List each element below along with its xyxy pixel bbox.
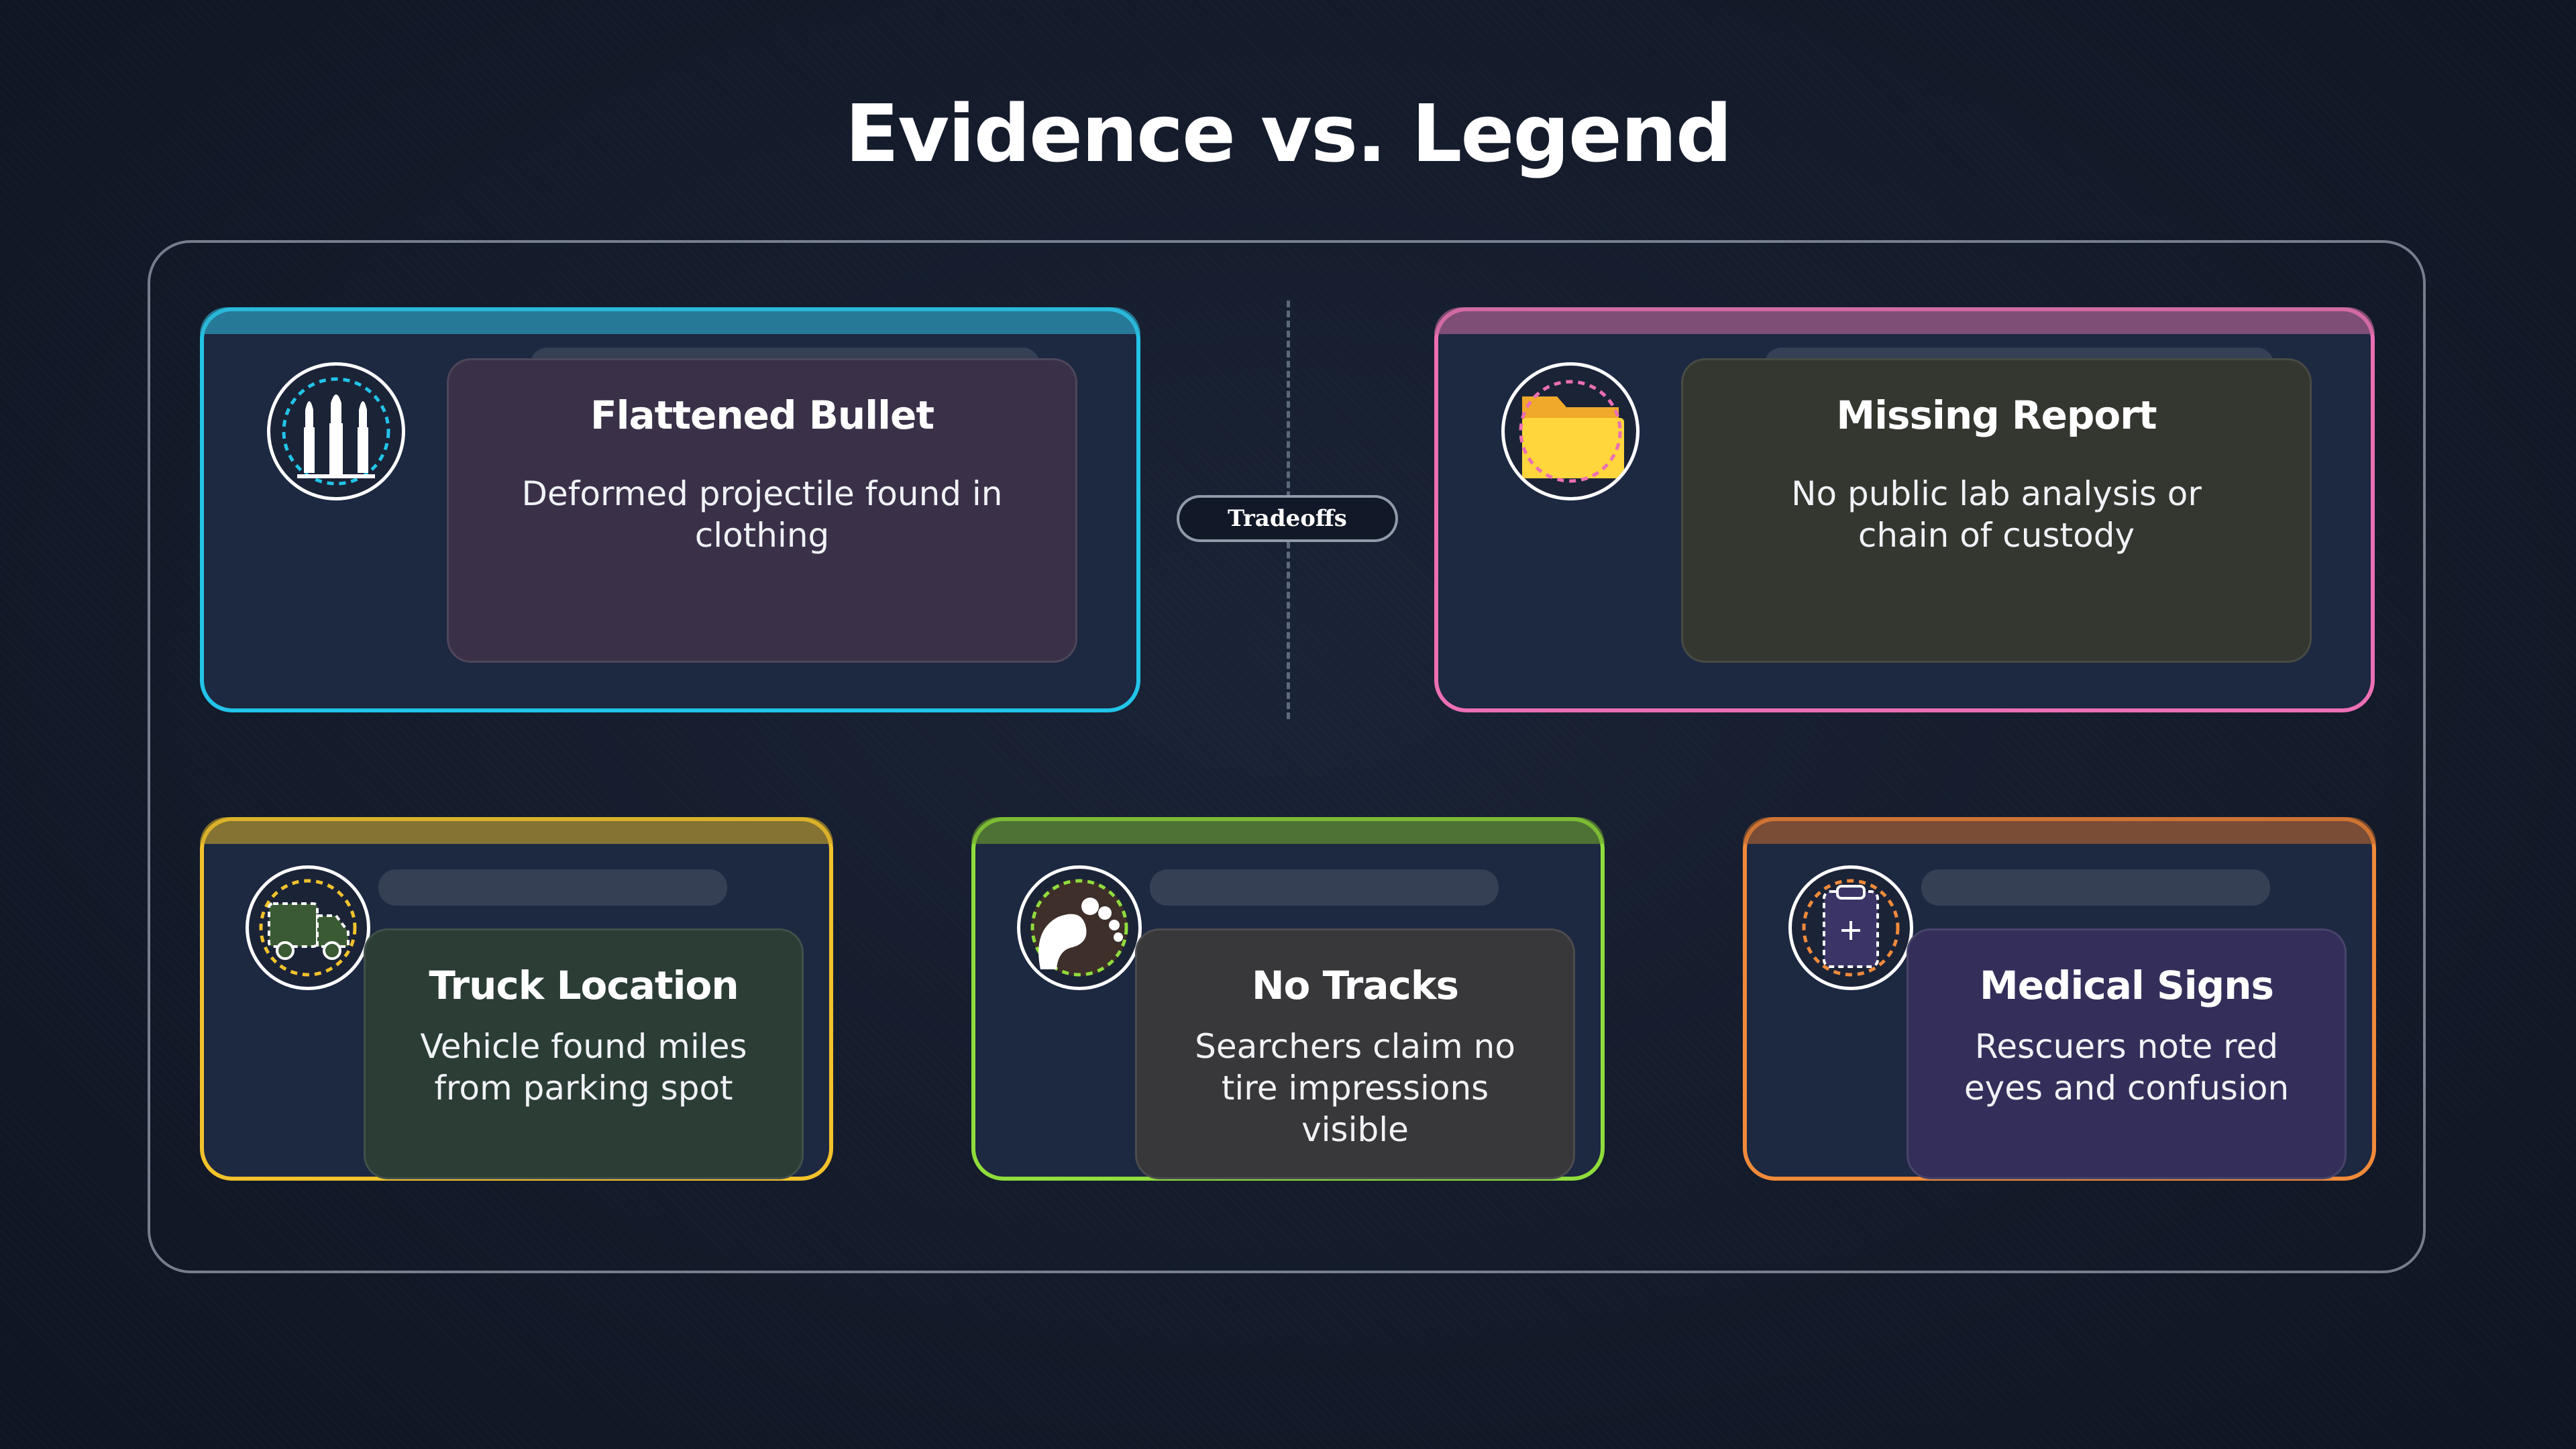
card-accent-band: [1743, 817, 2376, 844]
card-panel: Missing Report No public lab analysis or…: [1681, 358, 2312, 663]
ghost-bar: [378, 869, 727, 906]
card-panel: Flattened Bullet Deformed projectile fou…: [447, 358, 1077, 663]
card-description: Deformed projectile found in clothing: [521, 474, 1003, 555]
card-accent-band: [971, 817, 1605, 844]
card-panel: Truck Location Vehicle found miles from …: [364, 928, 804, 1179]
clipboard-icon: [1788, 865, 1913, 990]
card-accent-band: [1434, 307, 2375, 334]
card-description: No public lab analysis or chain of custo…: [1791, 474, 2202, 555]
card-title: Truck Location: [429, 963, 739, 1008]
card-accent-band: [200, 817, 833, 844]
card-description: Vehicle found miles from parking spot: [420, 1027, 747, 1108]
ghost-bar: [1921, 869, 2270, 906]
card-truck-location: Truck Location Vehicle found miles from …: [200, 817, 833, 1181]
diagram-frame: [148, 240, 2426, 1273]
card-no-tracks: No Tracks Searchers claim no tire impres…: [971, 817, 1605, 1181]
card-title: Medical Signs: [1979, 963, 2274, 1008]
card-missing-report: Missing Report No public lab analysis or…: [1434, 307, 2375, 712]
card-title: Missing Report: [1836, 392, 2157, 438]
card-description: Rescuers note red eyes and confusion: [1964, 1027, 2290, 1108]
card-panel: Medical Signs Rescuers note red eyes and…: [1907, 928, 2347, 1179]
card-accent-band: [200, 307, 1140, 334]
card-title: No Tracks: [1252, 963, 1459, 1008]
card-panel: No Tracks Searchers claim no tire impres…: [1135, 928, 1575, 1179]
page-title: Evidence vs. Legend: [845, 87, 1733, 180]
card-flattened-bullet: Flattened Bullet Deformed projectile fou…: [200, 307, 1140, 712]
card-title: Flattened Bullet: [590, 392, 934, 438]
truck-icon: [246, 865, 370, 990]
tradeoffs-label: Tradeoffs: [1177, 495, 1398, 542]
folder-icon: [1501, 362, 1640, 500]
card-medical-signs: Medical Signs Rescuers note red eyes and…: [1743, 817, 2376, 1181]
bullets-icon: [267, 362, 405, 500]
ghost-bar: [1150, 869, 1499, 906]
card-description: Searchers claim no tire impressions visi…: [1195, 1027, 1515, 1149]
footprint-icon: [1017, 865, 1142, 990]
